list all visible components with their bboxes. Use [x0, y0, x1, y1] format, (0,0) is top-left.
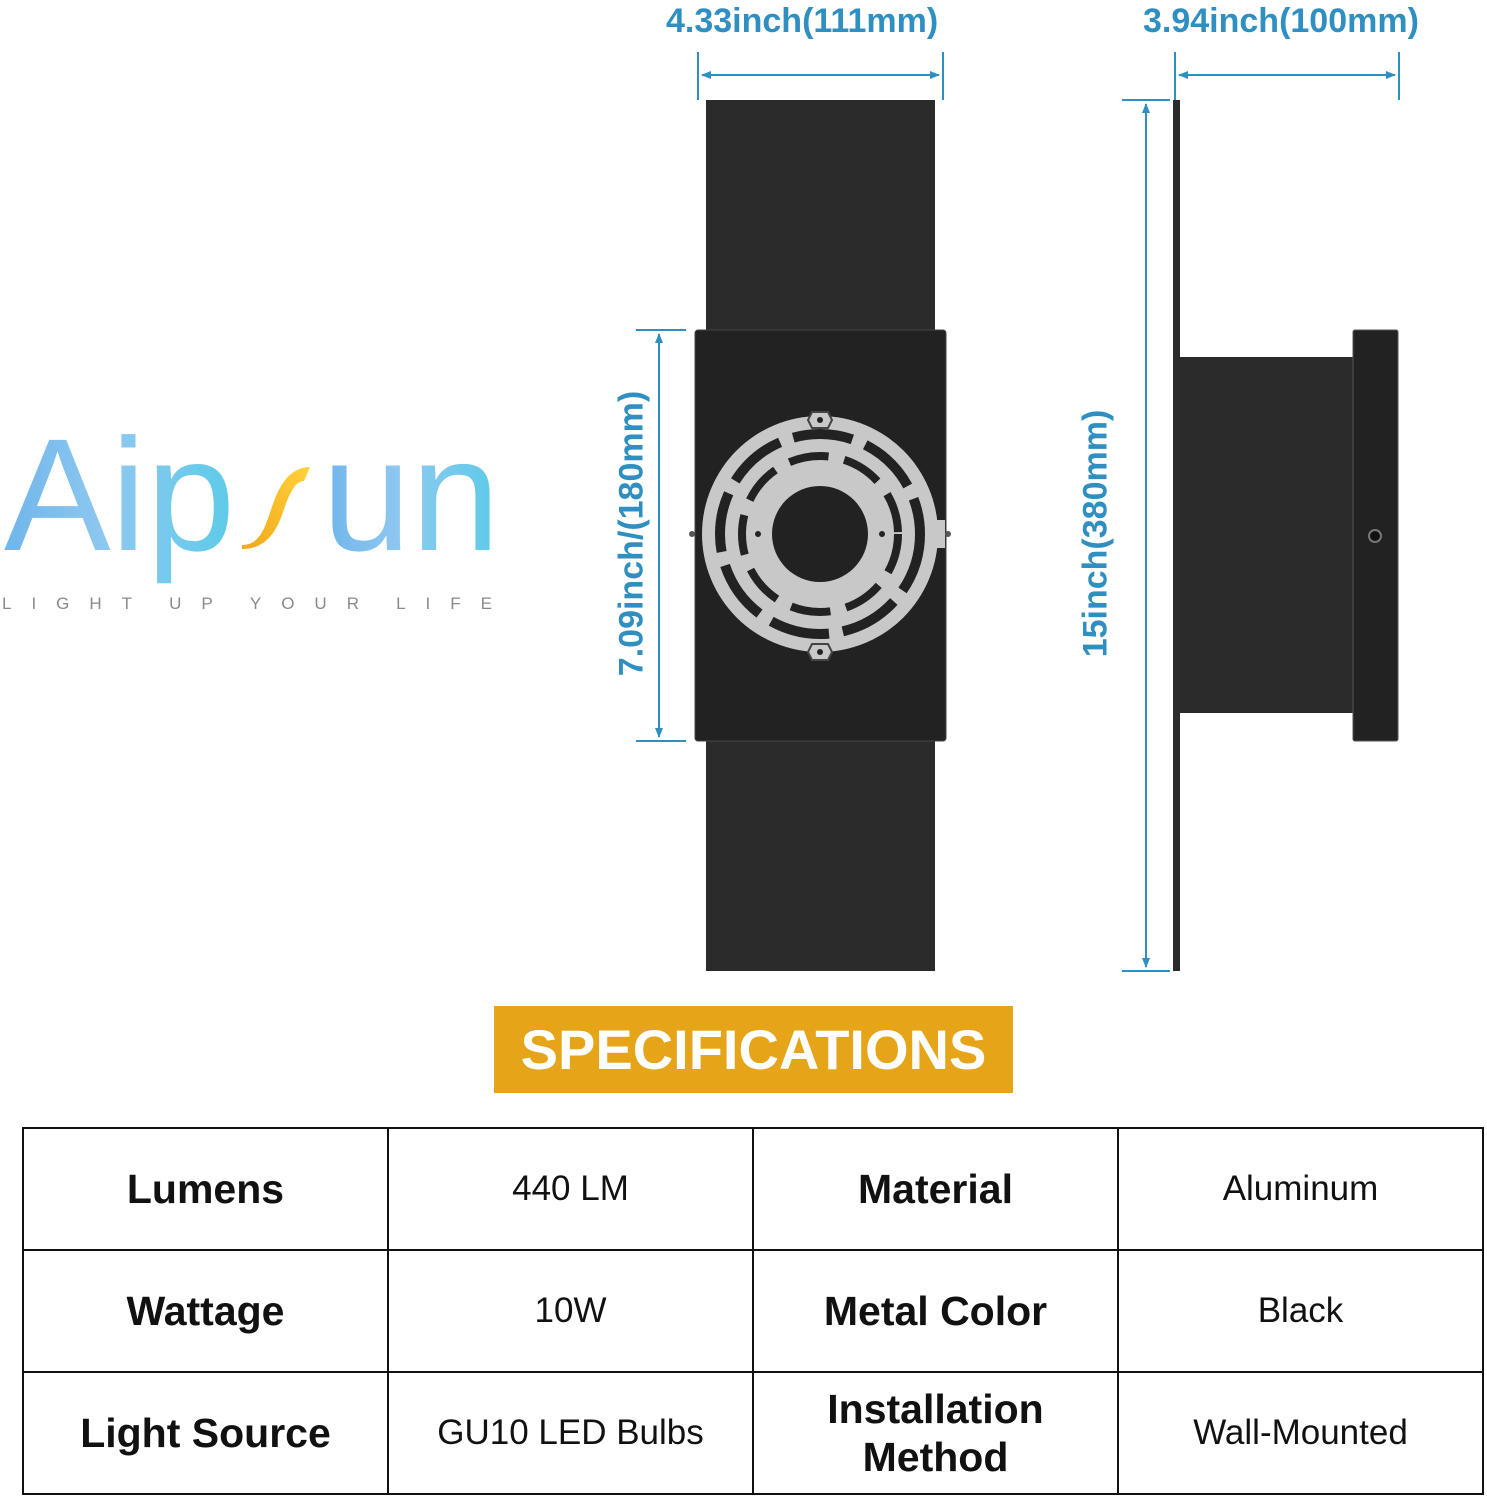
total-height-label: 15inch(380mm) — [1076, 409, 1115, 658]
specifications-table: Lumens 440 LM Material Aluminum Wattage … — [22, 1127, 1484, 1495]
tagline-word: LIGHT — [2, 594, 153, 613]
dim-backplate-height — [636, 329, 686, 742]
brand-name-part2: un — [322, 405, 500, 584]
tagline-word: UP — [169, 594, 233, 613]
spec-value: 10W — [387, 1249, 754, 1373]
dim-front-width — [697, 52, 944, 100]
spec-key: Metal Color — [752, 1249, 1119, 1373]
tagline-word: LIFE — [396, 594, 512, 613]
dim-side-depth — [1174, 52, 1400, 100]
spec-key: Lumens — [22, 1127, 389, 1251]
tagline-word: YOUR — [249, 594, 379, 613]
front-view — [689, 100, 951, 971]
backplate-height-label: 7.09inch/(180mm) — [612, 390, 651, 677]
flame-icon — [242, 467, 310, 549]
table-row: Wattage 10W Metal Color Black — [22, 1249, 1484, 1373]
side-depth-label: 3.94inch(100mm) — [1143, 2, 1419, 40]
spec-key: Installation Method — [752, 1371, 1119, 1495]
spec-value: 440 LM — [387, 1127, 754, 1251]
brand-tagline: LIGHT UP YOUR LIFE — [2, 594, 512, 614]
table-row: Light Source GU10 LED Bulbs Installation… — [22, 1371, 1484, 1495]
front-width-label: 4.33inch(111mm) — [666, 2, 939, 40]
spec-key: Material — [752, 1127, 1119, 1251]
side-view — [1173, 100, 1399, 971]
spec-key: Wattage — [22, 1249, 389, 1373]
spec-value: Aluminum — [1117, 1127, 1484, 1251]
spec-value: Wall-Mounted — [1117, 1371, 1484, 1495]
spec-value: GU10 LED Bulbs — [387, 1371, 754, 1495]
table-row: Lumens 440 LM Material Aluminum — [22, 1127, 1484, 1251]
side-wall-plate — [1173, 100, 1180, 971]
dimension-diagram — [636, 52, 1400, 972]
specifications-title: SPECIFICATIONS — [494, 1006, 1013, 1093]
brand-logo: Aip un — [4, 405, 500, 584]
brand-name-part1: Aip — [4, 405, 235, 584]
spec-value: Black — [1117, 1249, 1484, 1373]
spec-key: Light Source — [22, 1371, 389, 1495]
dim-total-height — [1122, 99, 1170, 972]
mounting-bracket — [702, 411, 945, 661]
side-body — [1180, 357, 1355, 713]
